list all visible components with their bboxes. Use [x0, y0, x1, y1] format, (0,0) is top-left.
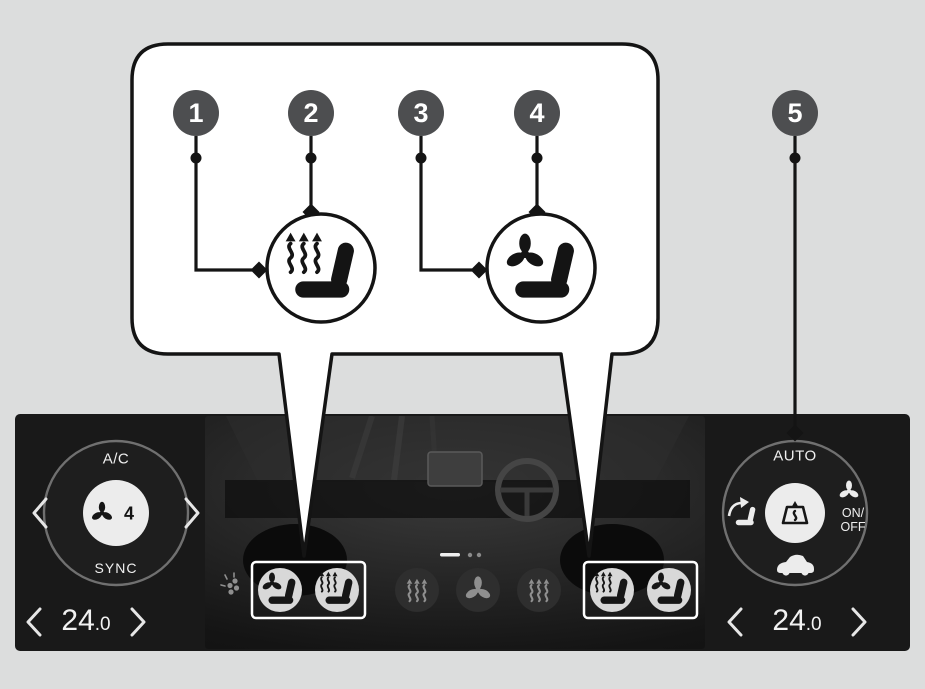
- callout-2-number: 2: [288, 90, 334, 136]
- fan-speed-value: 4: [123, 503, 135, 524]
- left-temp-value: 24: [61, 604, 95, 637]
- right-temp-down-chevron[interactable]: [727, 607, 743, 637]
- steering-wheel-shape: [495, 458, 559, 522]
- left-temp-fraction: .0: [94, 614, 111, 635]
- callout-5-dot: [789, 152, 801, 164]
- auto-fan-button[interactable]: [456, 568, 500, 612]
- page-indicator-active: [440, 553, 460, 557]
- driver-seat-heater-button[interactable]: [315, 568, 359, 612]
- callout-3-dot: [415, 152, 427, 164]
- airflow-mode-icon[interactable]: [727, 497, 756, 526]
- callout-5-diamond: [786, 424, 804, 442]
- callout-1-number: 1: [173, 90, 219, 136]
- right-seat-controls-highlight-box: [582, 560, 699, 620]
- rear-left-heater-button[interactable]: [395, 568, 439, 612]
- callout-1-diamond: [250, 261, 268, 279]
- fan-speed-display: [83, 480, 149, 546]
- callout-4-dot: [531, 152, 543, 164]
- driver-seat-ventilation-button[interactable]: [258, 568, 302, 612]
- left-temp-down-chevron[interactable]: [26, 607, 42, 637]
- sync-button-label[interactable]: SYNC: [94, 560, 138, 576]
- ac-button-label[interactable]: A/C: [102, 450, 130, 468]
- fan-increase-chevron[interactable]: [184, 497, 200, 529]
- seat-heater-icon-circle: [265, 212, 377, 324]
- left-temperature: 24.0: [61, 604, 110, 638]
- passenger-seat-ventilation-button[interactable]: [647, 568, 691, 612]
- speech-bubble: [130, 42, 660, 558]
- fan-onoff-label-line2[interactable]: OFF: [840, 520, 866, 534]
- callout-3-line: [419, 136, 472, 272]
- callout-3-diamond: [470, 261, 488, 279]
- right-temperature: 24.0: [772, 604, 821, 638]
- rear-right-heater-button[interactable]: [517, 568, 561, 612]
- callout-5-number: 5: [772, 90, 818, 136]
- car-icon[interactable]: [777, 554, 814, 576]
- ionizer-icon: [220, 572, 240, 595]
- fan-decrease-chevron[interactable]: [32, 497, 48, 529]
- center-display-shape: [427, 451, 483, 487]
- callout-1-dot: [190, 152, 202, 164]
- headliner-streak: [391, 416, 405, 481]
- callout-3-number: 3: [398, 90, 444, 136]
- page-indicator-dot: [467, 552, 473, 558]
- callout-1-line: [194, 136, 252, 272]
- left-seat-controls-highlight-box: [250, 560, 367, 620]
- callout-4-number: 4: [514, 90, 560, 136]
- auto-button-label[interactable]: AUTO: [773, 447, 817, 465]
- page-indicator-dot: [476, 552, 482, 558]
- right-temp-fraction: .0: [805, 614, 822, 635]
- seat-ventilation-icon-circle: [485, 212, 597, 324]
- passenger-seat-heater-button[interactable]: [590, 568, 634, 612]
- fan-onoff-label-line1[interactable]: ON/: [841, 506, 865, 520]
- windshield-defrost-icon: [781, 501, 809, 525]
- steering-wheel-spokes: [500, 487, 554, 516]
- headliner-streak: [349, 416, 375, 479]
- left-temp-up-chevron[interactable]: [130, 607, 146, 637]
- right-temp-up-chevron[interactable]: [851, 607, 867, 637]
- right-temp-value: 24: [772, 604, 806, 637]
- callout-2-dot: [305, 152, 317, 164]
